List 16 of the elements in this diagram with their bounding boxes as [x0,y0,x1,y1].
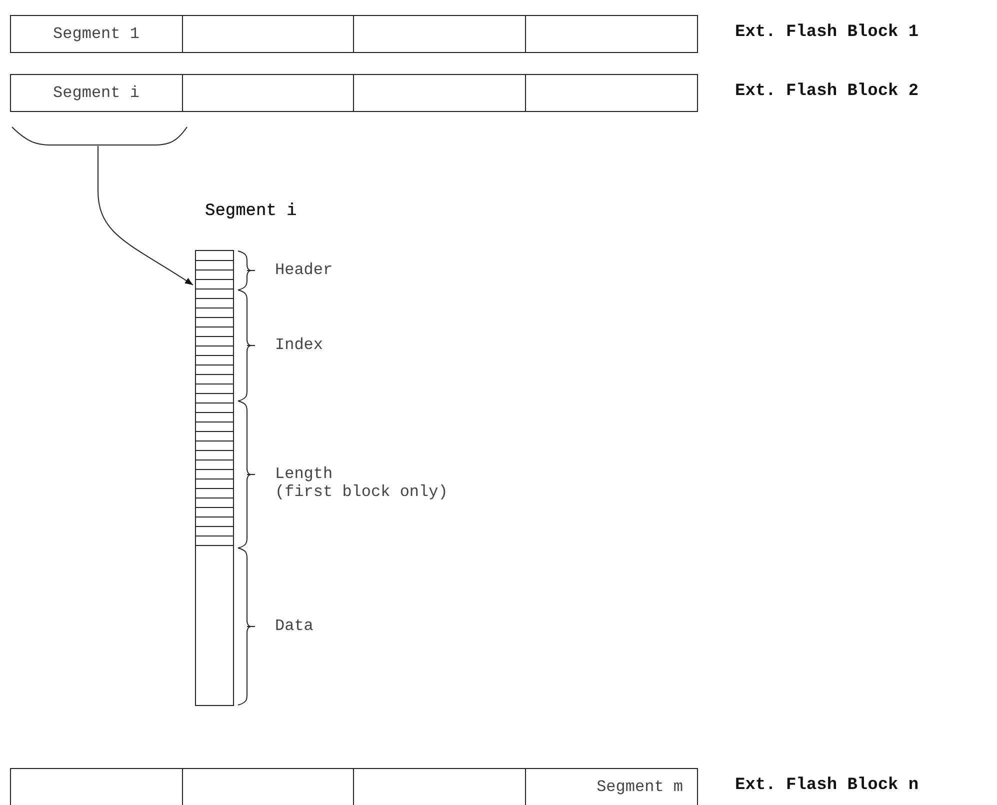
memory-block-row [10,15,698,53]
block-label: Ext. Flash Block 1 [735,23,919,42]
segment-column [195,250,234,706]
memory-cell: Segment i [11,75,182,111]
block-label: Ext. Flash Block 2 [735,82,919,101]
memory-block-row [10,768,698,805]
section-label: Length (first block only) [275,464,449,500]
section-label: Index [275,336,324,354]
memory-block-row [10,74,698,112]
memory-cell: Segment 1 [11,16,182,52]
arrow [98,146,194,286]
section-label: Data [275,616,314,634]
segment-heading: Segment i [205,202,297,221]
block-label: Ext. Flash Block n [735,776,919,795]
section-label: Header [275,260,334,278]
memory-cell: Segment m [526,769,698,805]
